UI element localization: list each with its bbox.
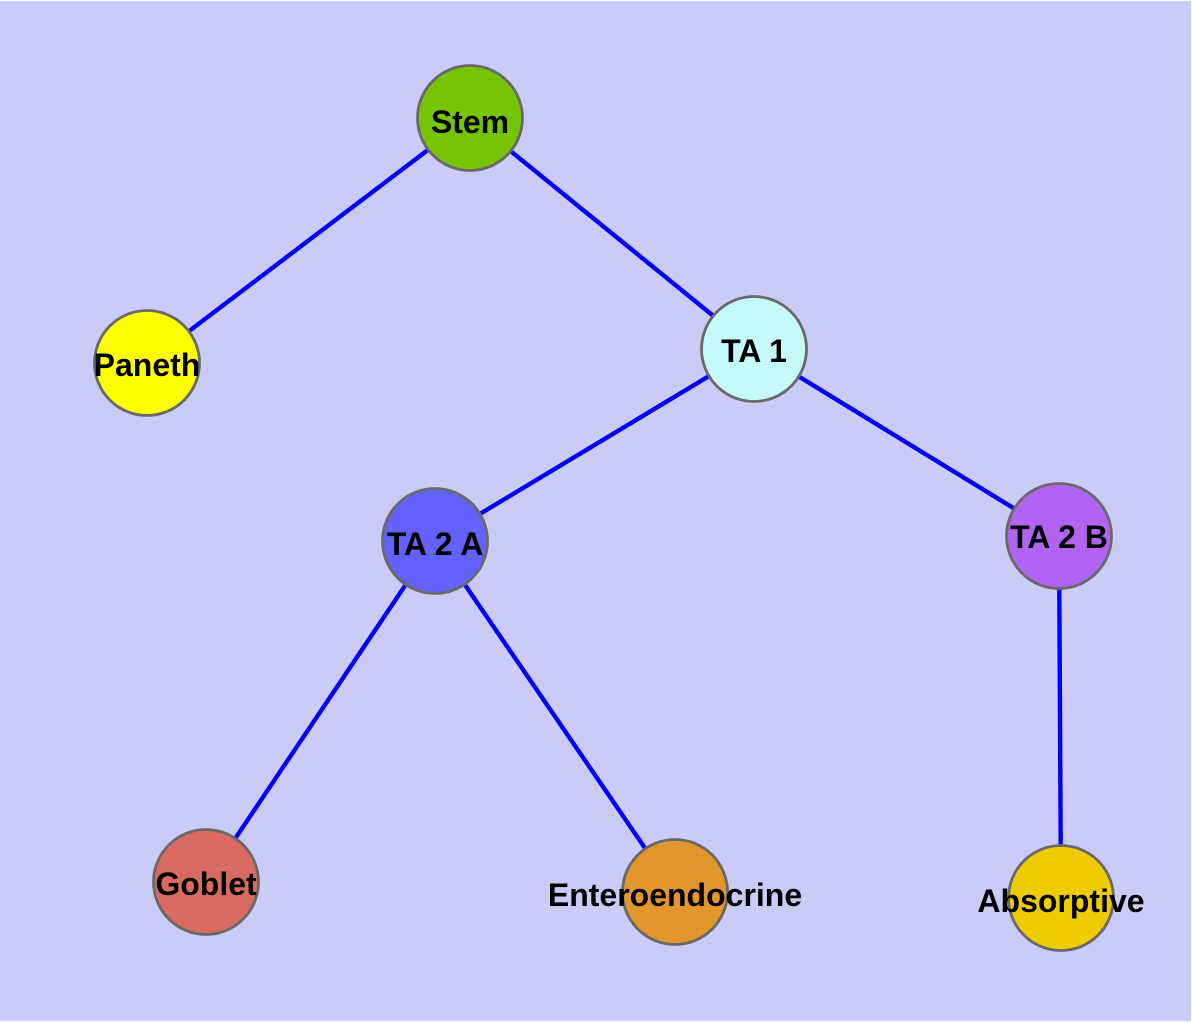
svg-text:Paneth: Paneth — [94, 347, 201, 383]
svg-text:Stem: Stem — [431, 104, 509, 140]
svg-text:TA 1: TA 1 — [721, 333, 787, 369]
svg-text:Goblet: Goblet — [155, 866, 257, 902]
svg-text:TA 2 B: TA 2 B — [1010, 519, 1108, 555]
svg-text:Enteroendocrine: Enteroendocrine — [548, 877, 802, 913]
svg-text:Absorptive: Absorptive — [977, 883, 1144, 919]
svg-text:TA 2 A: TA 2 A — [387, 526, 484, 562]
